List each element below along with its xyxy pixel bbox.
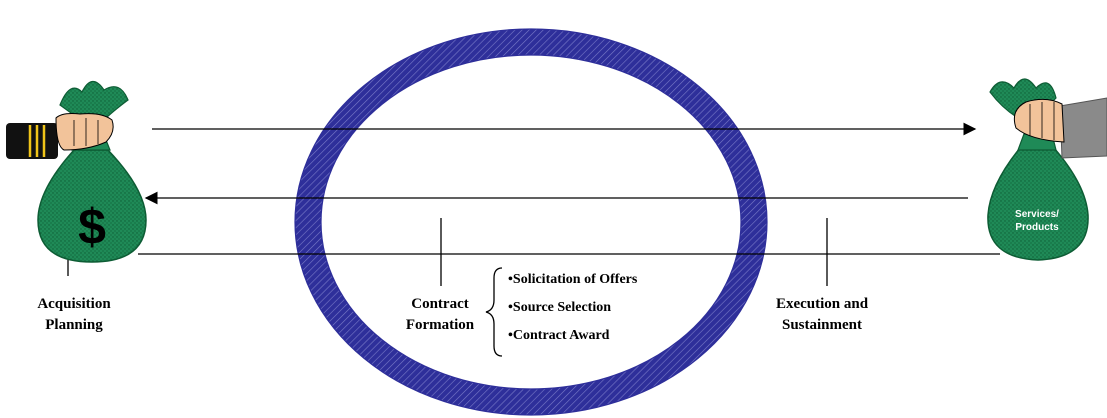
bag-right-body <box>987 147 1089 261</box>
step-source-selection: Source Selection <box>508 294 637 322</box>
contract-ring <box>294 28 768 416</box>
steps-brace <box>485 267 503 357</box>
step-contract-award: Contract Award <box>508 322 637 350</box>
money-bag-left: $ <box>37 80 147 263</box>
contract-steps-list: Solicitation of Offers Source Selection … <box>508 266 637 350</box>
execution-sustainment-label: Execution and Sustainment <box>775 296 869 333</box>
contract-formation-label: Contract Formation <box>405 296 475 333</box>
hand-left <box>6 113 114 159</box>
step-solicitation: Solicitation of Offers <box>508 266 637 294</box>
bag-left-body <box>37 149 147 263</box>
hand-left-fist <box>55 113 114 151</box>
hand-right-fist <box>1013 98 1065 143</box>
bag-right-label-line1: Services/ <box>1015 209 1059 220</box>
hand-right <box>1013 97 1107 159</box>
money-bag-right: Services/ Products <box>987 78 1089 261</box>
bag-left-dollar: $ <box>78 199 106 255</box>
bag-right-label-line2: Products <box>1015 222 1059 233</box>
sleeve-left <box>6 123 58 159</box>
acquisition-planning-label: Acquisition Planning <box>37 296 111 333</box>
sleeve-right <box>1059 97 1107 159</box>
